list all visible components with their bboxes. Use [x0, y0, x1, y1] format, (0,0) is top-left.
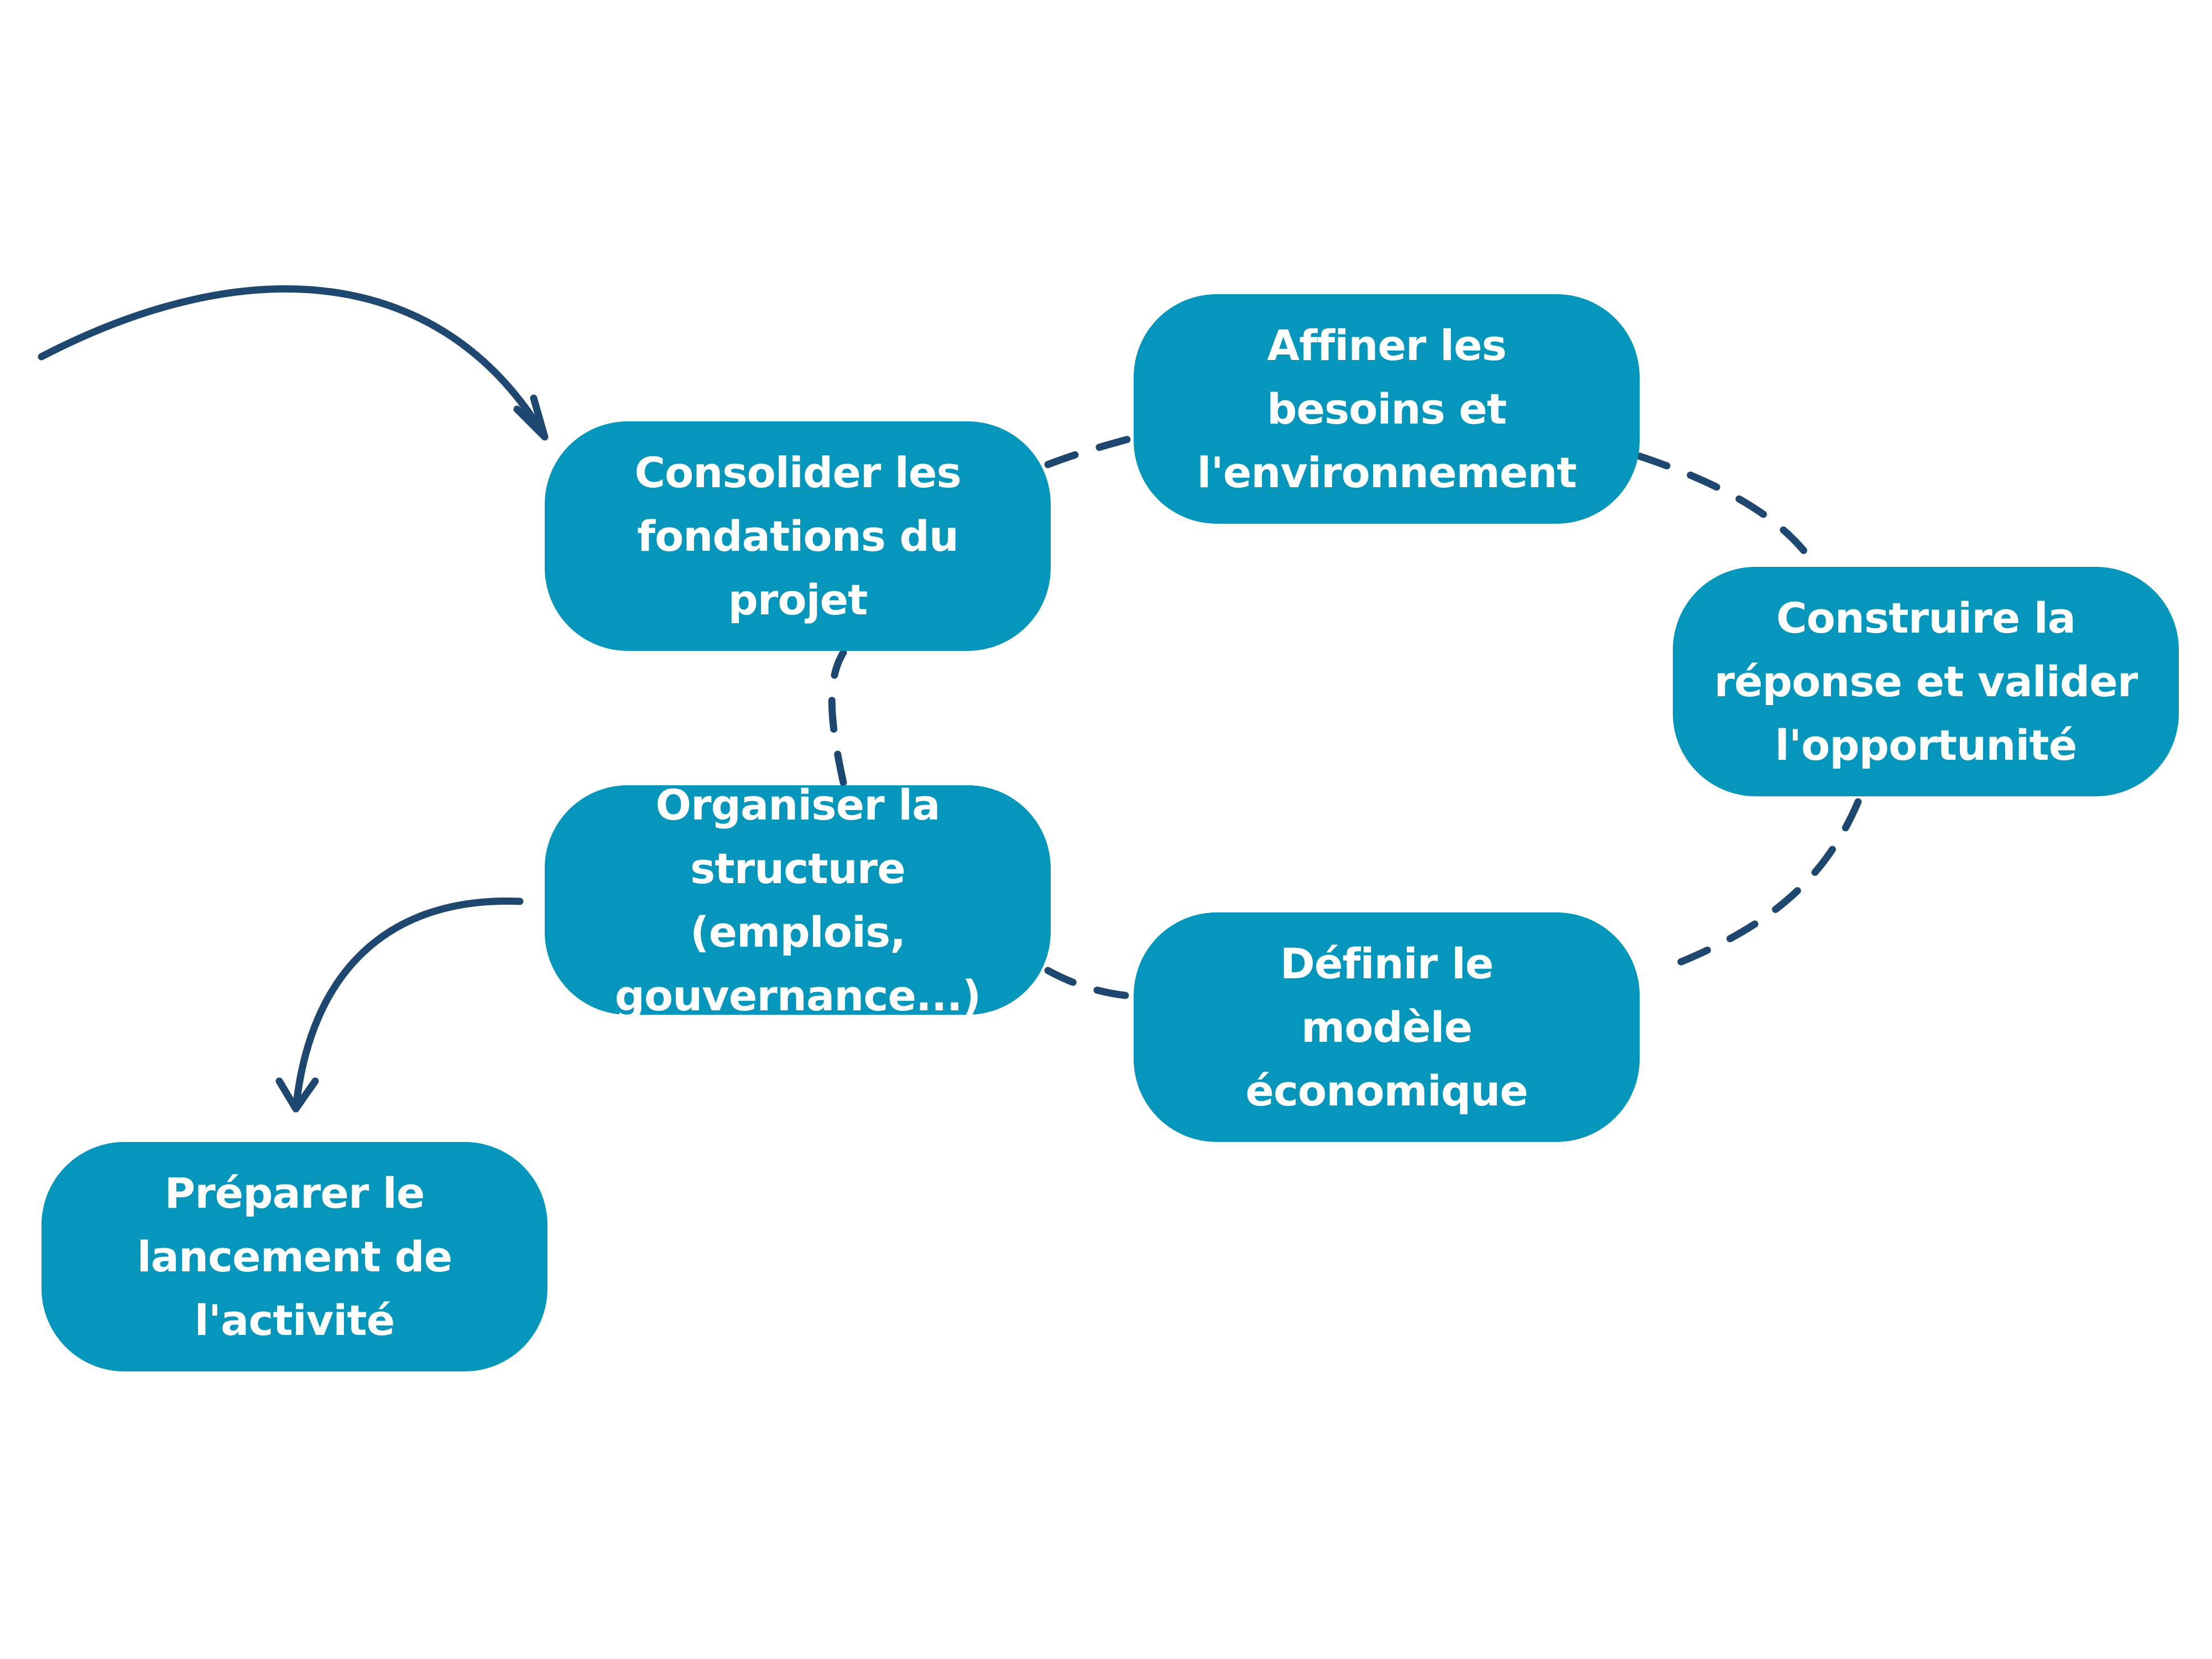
entry-arrow [38, 285, 549, 441]
step-label: Préparer le lancement de l'activité [137, 1168, 453, 1345]
cycle-connector-organiser-consolider [828, 649, 847, 786]
exit-arrow [292, 898, 524, 1113]
step-label: Affiner les besoins et l'environnement [1197, 321, 1577, 497]
step-construire-la-reponse: Construire la réponse et valider l'oppor… [1673, 567, 2179, 796]
step-label: Organiser la structure (emplois, gouvern… [614, 780, 982, 1020]
step-label: Construire la réponse et valider l'oppor… [1714, 593, 2138, 770]
cycle-connector-consolider-affiner [1044, 433, 1140, 468]
step-label: Définir le modèle économique [1245, 939, 1528, 1115]
exit-arrow-head-icon [275, 1077, 319, 1113]
step-preparer-le-lancement: Préparer le lancement de l'activité [41, 1142, 547, 1371]
cycle-connector-construire-definir [1655, 798, 1862, 974]
step-organiser-la-structure: Organiser la structure (emplois, gouvern… [545, 780, 1051, 1020]
step-label: Consolider les fondations du projet [634, 448, 961, 624]
entry-arrow-head-icon [513, 394, 549, 441]
cycle-connector-affiner-construire [1636, 452, 1818, 568]
step-affiner-les-besoins: Affiner les besoins et l'environnement [1134, 294, 1640, 524]
cycle-connector-definir-organiser [1044, 967, 1129, 999]
step-definir-le-modele-economique: Définir le modèle économique [1134, 912, 1640, 1142]
step-consolider-les-fondations: Consolider les fondations du projet [545, 421, 1051, 651]
